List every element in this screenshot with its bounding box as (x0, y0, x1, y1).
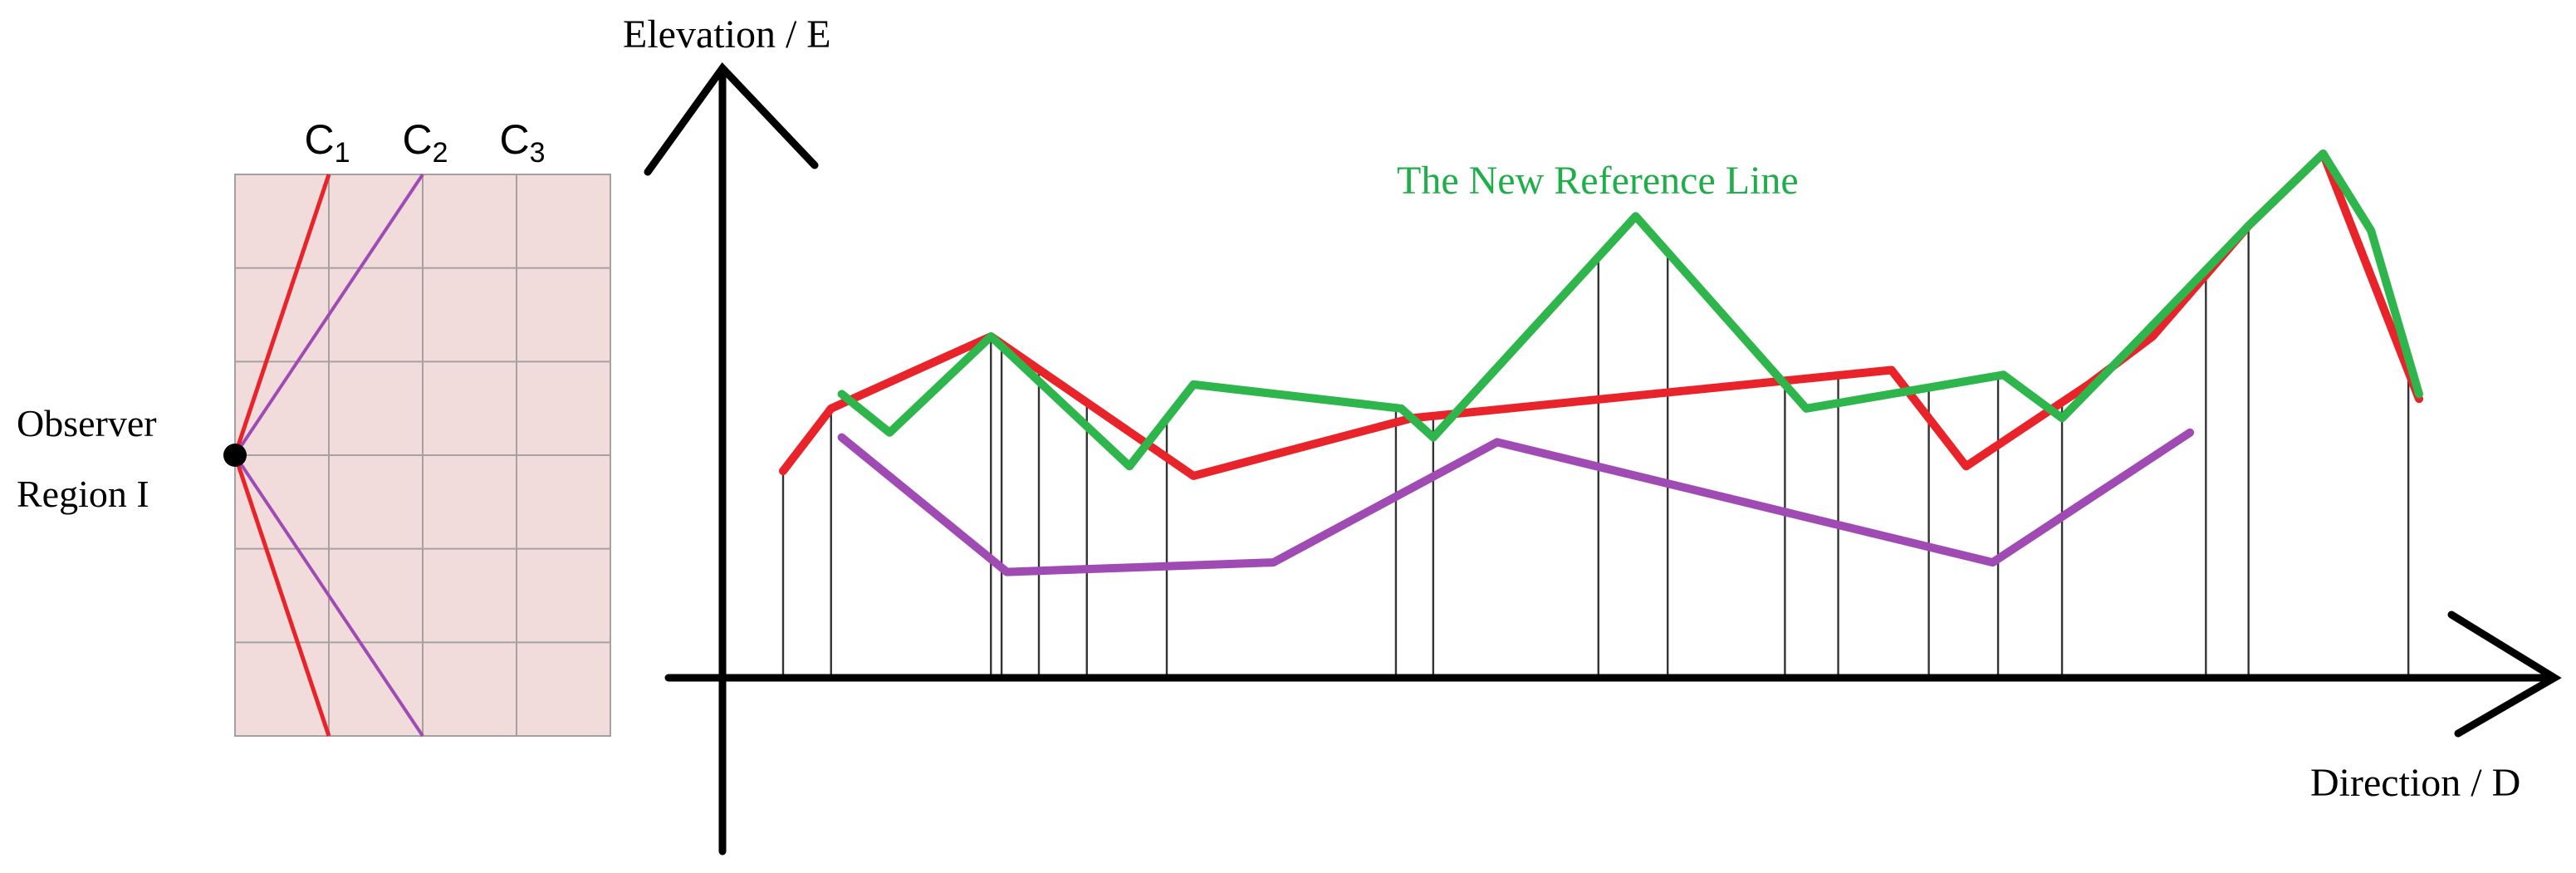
left-panel: C1 C2 C3 Observer Region I (17, 116, 611, 738)
column-label-c3-sub: 3 (530, 137, 546, 169)
right-panel: Elevation / E Direction / D The New Refe… (623, 12, 2562, 856)
x-axis-label: Direction / D (2310, 761, 2520, 805)
c2-ray-up (233, 173, 424, 457)
observer-point (223, 444, 247, 467)
observer-label: Observer (17, 402, 157, 444)
column-label-c3: C3 (499, 116, 545, 169)
y-axis-label: Elevation / E (623, 12, 831, 56)
c1-ray-down (233, 454, 331, 737)
column-label-c1-base: C (304, 116, 334, 163)
column-label-c2: C2 (402, 116, 448, 169)
c1-ray-up (233, 174, 331, 456)
column-label-c1: C1 (304, 116, 350, 169)
column-label-c3-base: C (499, 116, 529, 163)
column-label-c1-sub: 1 (335, 137, 350, 169)
green-reference-line (837, 150, 2423, 471)
c2-ray-down (233, 454, 424, 738)
purple-profile-line (837, 428, 2195, 576)
column-label-c2-sub: 2 (433, 137, 448, 169)
y-axis-arrowhead (644, 61, 819, 176)
new-reference-line-label: The New Reference Line (1397, 159, 1799, 203)
region-label: Region I (17, 473, 149, 515)
column-label-c2-base: C (402, 116, 432, 163)
x-axis-arrowhead (2447, 611, 2562, 738)
